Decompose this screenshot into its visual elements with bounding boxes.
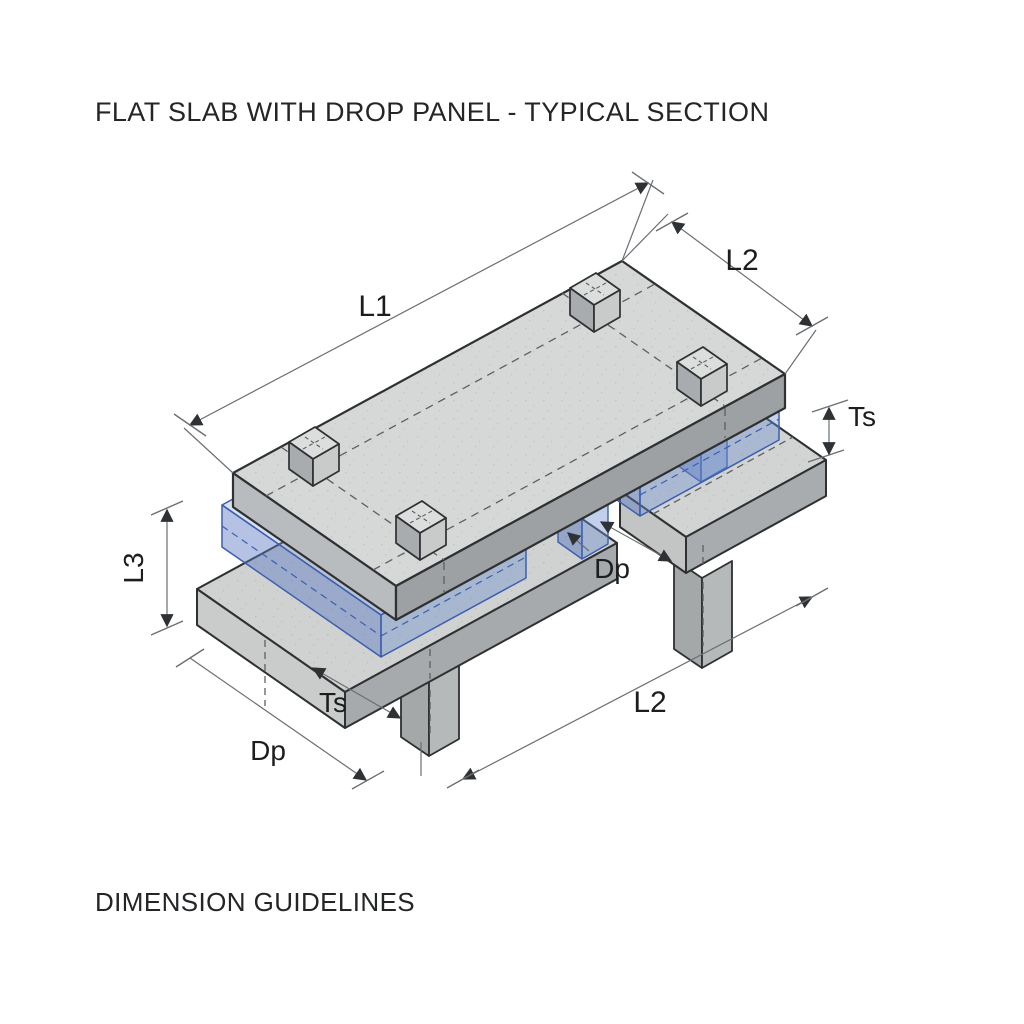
dimension-l2-top (621, 212, 829, 375)
lower-slab-centerlines (264, 640, 431, 734)
dimension-label-l3: L3 (118, 552, 149, 583)
page-title: FLAT SLAB WITH DROP PANEL - TYPICAL SECT… (95, 97, 769, 127)
dimension-ts-right (807, 399, 849, 463)
dimension-l1 (173, 171, 665, 474)
dimension-label-l2-top: L2 (725, 244, 758, 277)
footer-caption: DIMENSION GUIDELINES (95, 887, 415, 917)
dimension-label-dp-mid: Dp (594, 553, 630, 584)
dimension-label-l2-bottom: L2 (633, 686, 666, 719)
dimension-l3-left (150, 500, 184, 636)
dimension-dp-bottom (175, 648, 385, 790)
dimension-l2-bottom (420, 587, 829, 789)
dimension-dp-mid (566, 521, 673, 562)
dimension-label-dp-bottom: Dp (250, 735, 286, 766)
dimension-label-ts-bottom: Ts (319, 687, 347, 718)
dimension-ts-bottom (311, 667, 402, 719)
dimension-label-ts-right: Ts (848, 401, 876, 432)
dimension-label-l1: L1 (358, 290, 391, 323)
